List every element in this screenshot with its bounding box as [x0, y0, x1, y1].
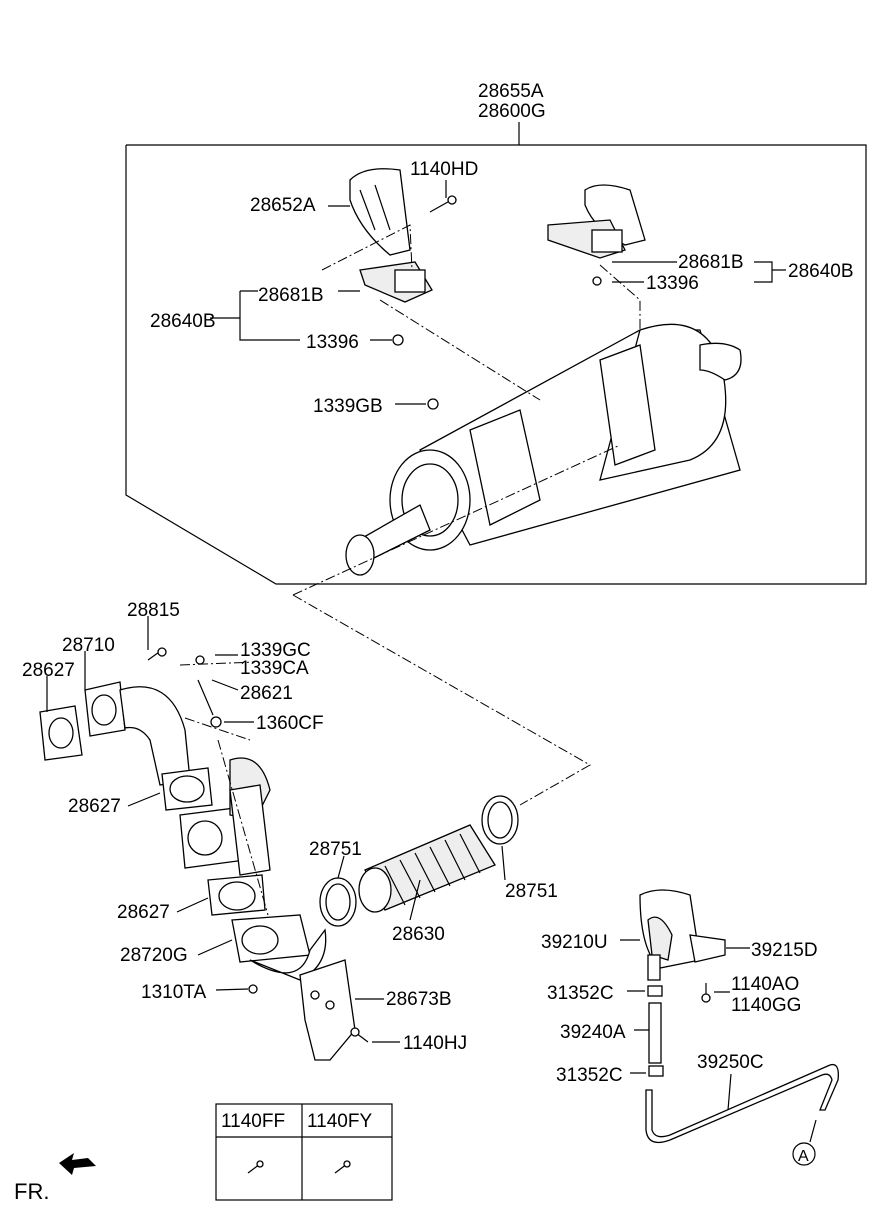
part-label-1360CF[interactable]: 1360CF	[256, 713, 324, 734]
gasket-28627-c[interactable]	[207, 874, 266, 916]
hanger-bracket-right[interactable]	[547, 184, 646, 259]
gasket-28627[interactable]	[39, 705, 83, 761]
part-label-28640B[interactable]: 28640B	[150, 311, 216, 332]
gasket-28627-b[interactable]	[161, 767, 213, 811]
part-label-28627[interactable]: 28627	[117, 902, 170, 923]
hanger-bracket-28652A[interactable]	[349, 168, 411, 256]
part-label-1339GC[interactable]: 1339GC	[240, 640, 311, 661]
part-label-1140AO[interactable]: 1140AO	[731, 974, 799, 995]
part-label-28681B[interactable]: 28681B	[678, 252, 744, 273]
fastener-table: 1140FF 1140FY	[215, 1103, 393, 1201]
assembly-box	[125, 144, 867, 585]
part-label-28815[interactable]: 28815	[127, 600, 180, 621]
part-label-28673B[interactable]: 28673B	[386, 989, 452, 1010]
part-label-28640B[interactable]: 28640B	[788, 261, 854, 282]
front-arrow-icon	[59, 1153, 96, 1175]
part-label-31352C[interactable]: 31352C	[556, 1065, 623, 1086]
leader	[46, 616, 506, 1043]
leader	[179, 594, 592, 916]
part-label-28751[interactable]: 28751	[309, 839, 362, 860]
bolt-1140HD[interactable]	[429, 195, 457, 213]
part-label-28751[interactable]: 28751	[505, 881, 558, 902]
rubber-hanger-28681B-left[interactable]	[359, 261, 433, 303]
nut-1310TA[interactable]	[248, 984, 258, 994]
leader	[210, 205, 786, 405]
bolt-icon	[334, 1160, 351, 1174]
bolt-1140HJ[interactable]	[350, 1027, 369, 1043]
gasket-1360CF[interactable]	[210, 716, 222, 728]
part-label-1140HD[interactable]: 1140HD	[410, 159, 478, 180]
bolt-28815[interactable]	[147, 647, 167, 661]
part-label-1140GG[interactable]: 1140GG	[731, 995, 801, 1016]
valve-body[interactable]	[179, 757, 271, 876]
part-label-1339CA[interactable]: 1339CA	[240, 658, 309, 679]
actuator-39210U[interactable]	[639, 889, 701, 981]
part-label-39240A[interactable]: 39240A	[560, 1022, 626, 1043]
hose-39250C[interactable]	[645, 1063, 839, 1144]
part-label-28652A[interactable]: 28652A	[250, 195, 316, 216]
part-label-28600G[interactable]: 28600G	[478, 101, 546, 122]
nut-13396-left[interactable]	[392, 334, 404, 346]
part-label-39215D[interactable]: 39215D	[751, 940, 818, 961]
nut-1339GB[interactable]	[427, 398, 439, 410]
part-label-28621[interactable]: 28621	[240, 683, 293, 704]
stud-28621[interactable]	[197, 679, 214, 716]
clamp-28751-b[interactable]	[481, 795, 519, 845]
clamp-28751[interactable]	[319, 877, 357, 927]
part-label-13396[interactable]: 13396	[306, 332, 359, 353]
part-label-1339GB[interactable]: 1339GB	[313, 396, 383, 417]
bolt-icon	[247, 1160, 264, 1174]
part-label-39210U[interactable]: 39210U	[541, 932, 608, 953]
reference-label-A: A	[798, 1148, 809, 1165]
part-label-28627[interactable]: 28627	[68, 796, 121, 817]
bolt-1140AO[interactable]	[701, 983, 711, 1003]
part-label-1310TA[interactable]: 1310TA	[141, 982, 206, 1003]
part-label-28630[interactable]: 28630	[392, 924, 445, 945]
bracket-28673B[interactable]	[299, 959, 356, 1061]
flange-pipe-28720G[interactable]	[231, 914, 327, 981]
leader	[292, 444, 621, 596]
part-label-1140HJ[interactable]: 1140HJ	[403, 1033, 467, 1054]
table-header-1140FY[interactable]: 1140FY	[307, 1111, 372, 1132]
pipe-28710[interactable]	[84, 681, 191, 786]
part-label-39250C[interactable]: 39250C	[697, 1052, 764, 1073]
part-label-13396[interactable]: 13396	[646, 273, 699, 294]
clip-31352C-b[interactable]	[648, 1065, 664, 1077]
bracket-39215D[interactable]	[689, 934, 726, 963]
part-label-28655A[interactable]: 28655A	[478, 81, 544, 102]
leader	[620, 939, 817, 1143]
leader	[321, 224, 641, 401]
table-header-1140FF[interactable]: 1140FF	[221, 1111, 285, 1132]
muffler-part[interactable]	[345, 323, 742, 576]
part-label-28710[interactable]: 28710	[62, 635, 115, 656]
reference-circle-A	[792, 1142, 816, 1166]
nut-13396-right[interactable]	[592, 276, 602, 286]
part-label-31352C[interactable]: 31352C	[547, 983, 614, 1004]
flex-pipe-28630[interactable]	[358, 824, 496, 913]
part-label-28681B[interactable]: 28681B	[258, 285, 324, 306]
hose-39240A[interactable]	[648, 1002, 662, 1064]
nut-1339GC[interactable]	[195, 655, 205, 665]
part-label-28627[interactable]: 28627	[22, 660, 75, 681]
front-direction-label: FR.	[14, 1179, 49, 1204]
clip-31352C[interactable]	[647, 985, 663, 997]
part-label-28720G[interactable]: 28720G	[120, 945, 188, 966]
